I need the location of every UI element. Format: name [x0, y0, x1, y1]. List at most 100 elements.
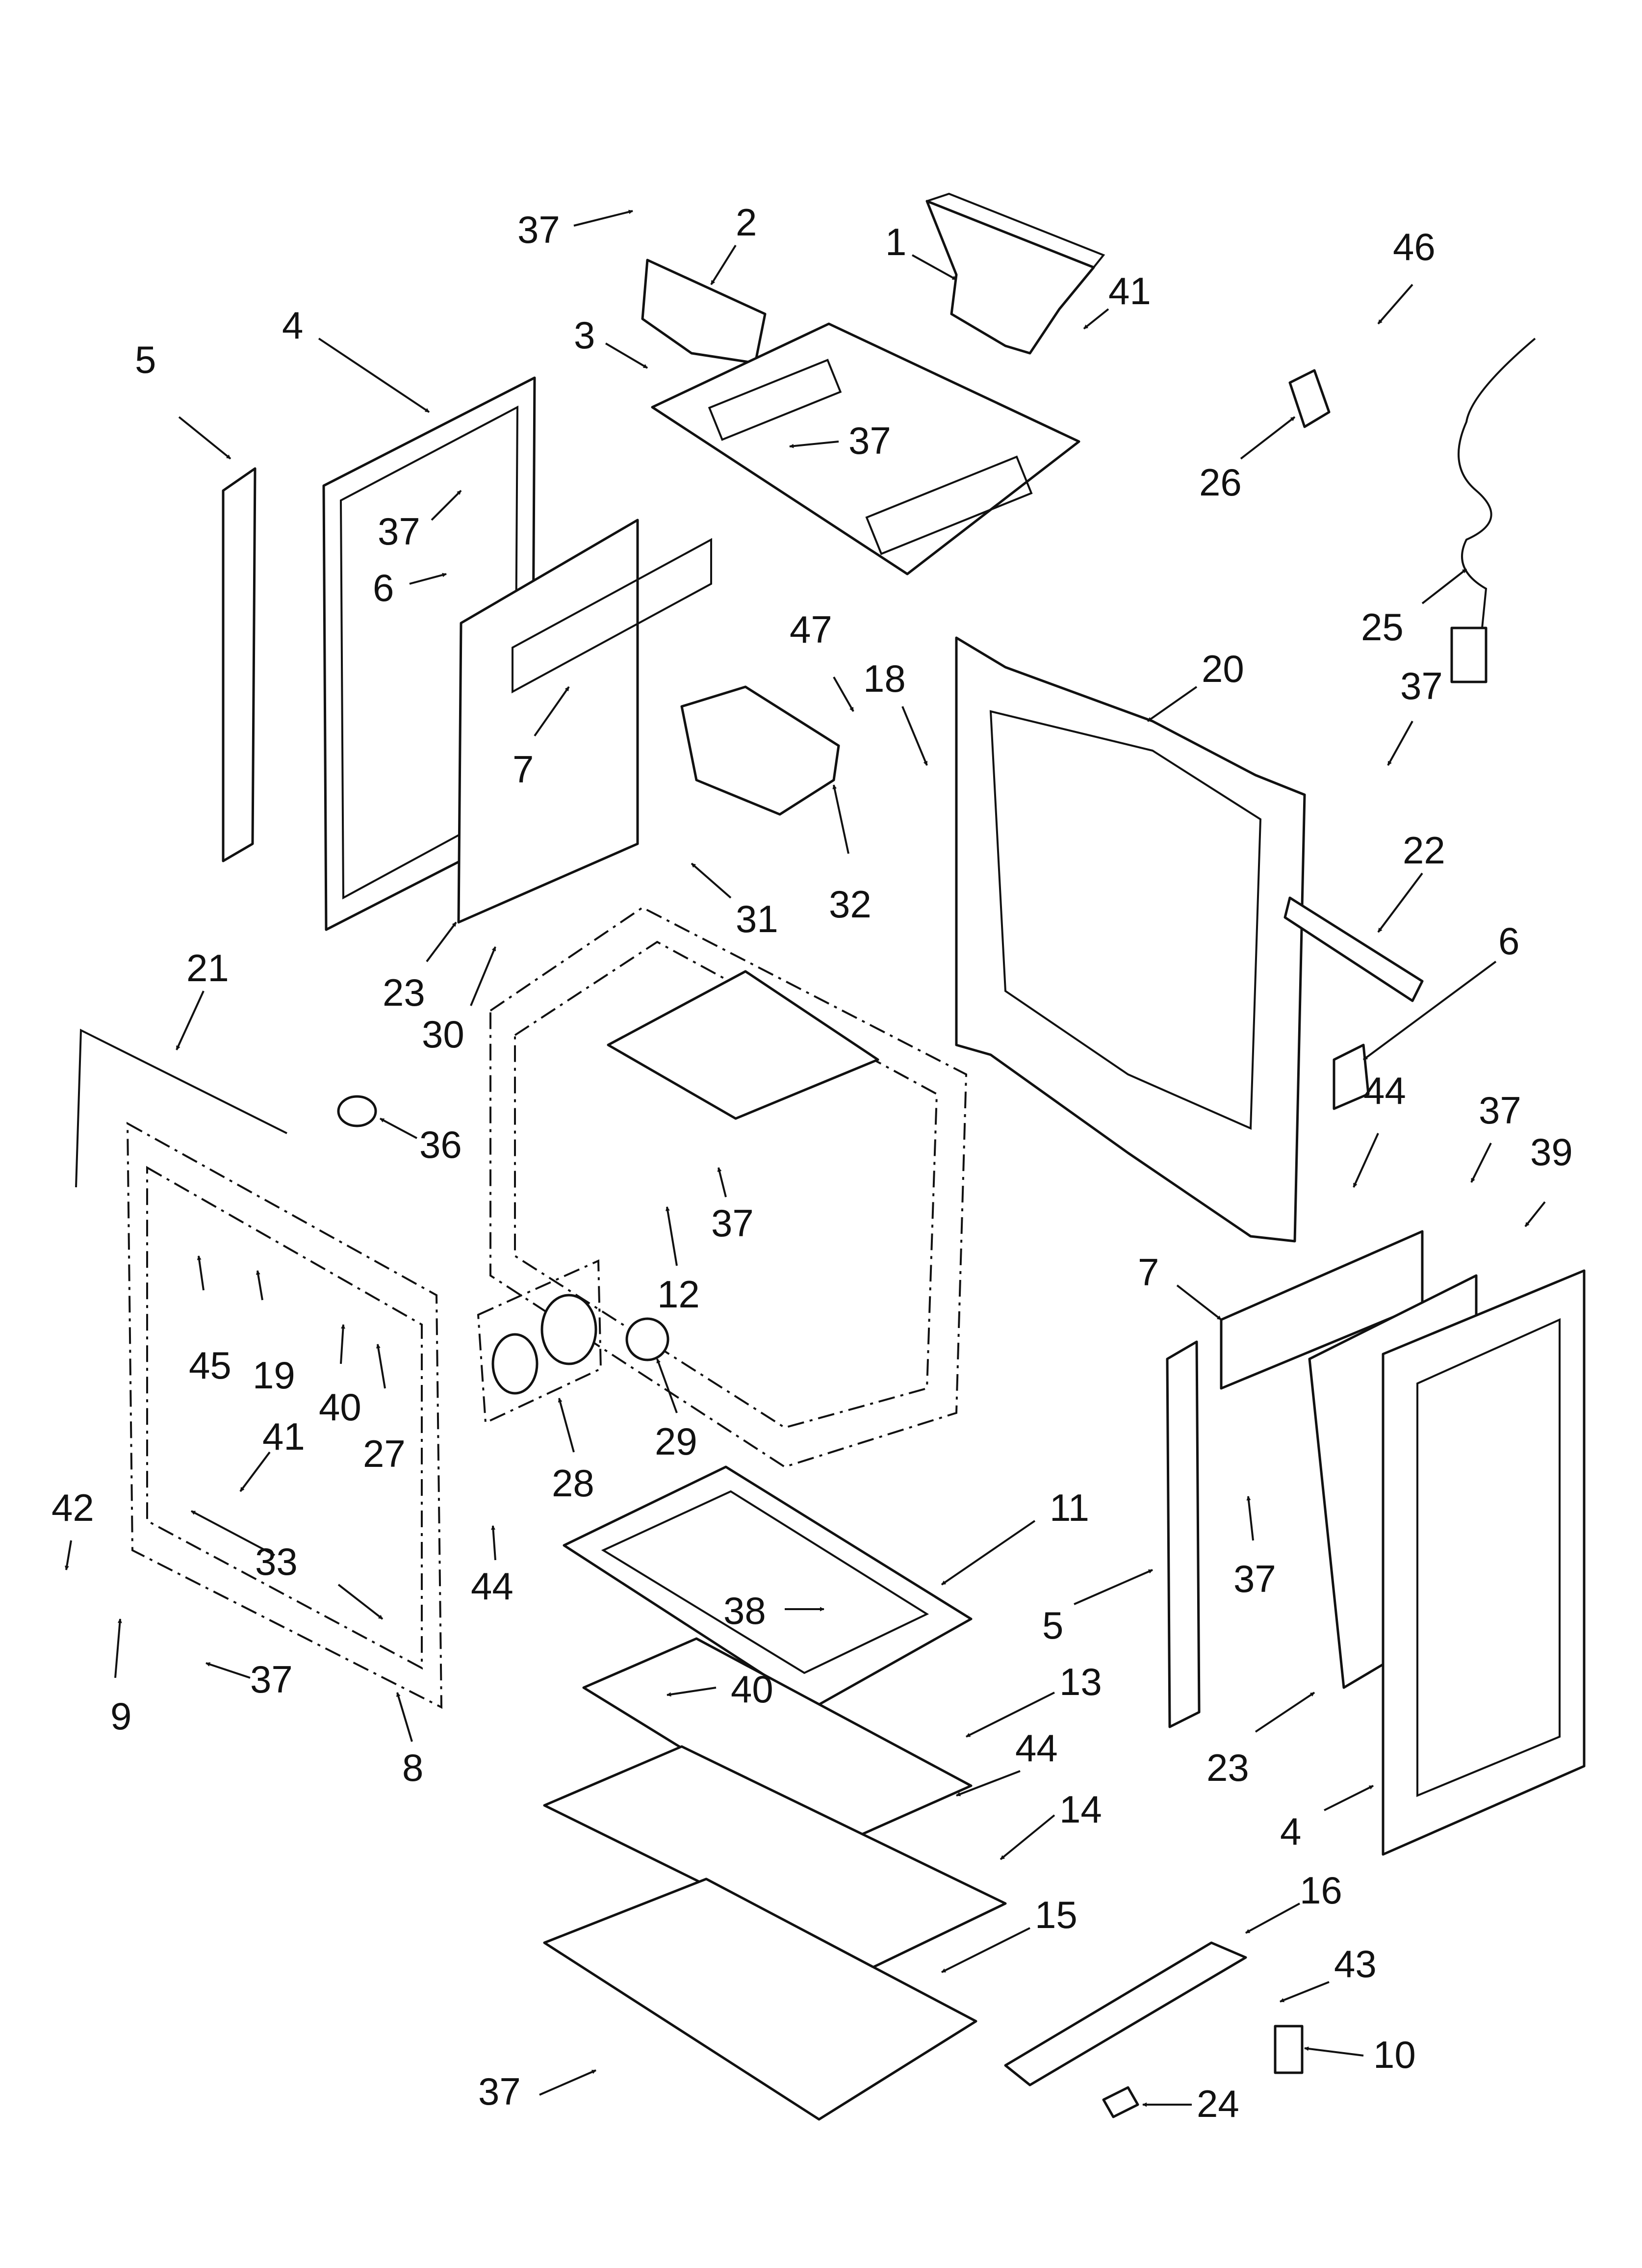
leader-20: [1147, 686, 1198, 722]
leader-47: [833, 677, 854, 712]
callout-37-left-panel: 37: [378, 510, 420, 553]
part-drawer-bottom: [543, 1877, 977, 2121]
part-mount-bracket-right: [1333, 1043, 1370, 1110]
leader-6b: [1362, 961, 1497, 1061]
part-broiler-pan: [563, 1465, 973, 1709]
leader-37c: [431, 490, 462, 521]
part-power-cord: [1450, 338, 1536, 683]
part-burner-assembly: [477, 1259, 602, 1425]
callout-37-top-panel: 37: [848, 419, 891, 462]
callout-37-bottom: 37: [478, 2070, 521, 2113]
leader-39: [1524, 1201, 1546, 1227]
callout-37-right-trim: 37: [1233, 1557, 1276, 1600]
callout-37-top: 37: [517, 208, 560, 251]
leader-10: [1304, 2046, 1364, 2057]
callout-6-right: 6: [1498, 919, 1519, 963]
callout-26: 26: [1199, 461, 1242, 504]
callout-5-left: 5: [135, 338, 156, 381]
callout-37-frame: 37: [250, 1658, 293, 1701]
part-gasket: [75, 1028, 287, 1188]
callout-40-center: 40: [731, 1668, 773, 1711]
leader-9: [114, 1618, 122, 1678]
callout-44-right: 44: [1363, 1069, 1406, 1112]
callout-2: 2: [736, 201, 757, 244]
callout-9: 9: [110, 1694, 131, 1738]
leader-22: [1377, 872, 1423, 933]
leader-27: [376, 1344, 386, 1389]
leader-18: [901, 706, 928, 766]
callout-15: 15: [1035, 1893, 1078, 1936]
leader-23b: [1255, 1692, 1315, 1733]
leader-5b: [1074, 1569, 1153, 1605]
leader-13: [966, 1692, 1055, 1738]
leader-14: [1000, 1814, 1055, 1860]
callout-27: 27: [363, 1432, 406, 1475]
leader-37f: [1470, 1143, 1492, 1183]
leader-46: [1377, 284, 1413, 325]
leader-6a: [409, 573, 447, 585]
leader-28: [558, 1398, 575, 1453]
callout-28: 28: [552, 1461, 594, 1505]
callout-23-right: 23: [1206, 1746, 1249, 1789]
callout-37-back-panel: 37: [1400, 664, 1443, 707]
leader-40b: [667, 1687, 717, 1697]
callout-44-left: 44: [471, 1564, 513, 1608]
callout-19: 19: [253, 1354, 295, 1397]
part-valve-assembly: [680, 685, 840, 816]
callout-36: 36: [419, 1123, 462, 1166]
callout-1: 1: [885, 220, 906, 263]
part-top-panel: [651, 322, 1080, 575]
part-cord-clamp: [1288, 369, 1331, 428]
callout-46: 46: [1393, 225, 1436, 268]
callout-37-right-top: 37: [1479, 1089, 1521, 1132]
part-clip: [1102, 2086, 1139, 2118]
callout-10: 10: [1373, 2033, 1416, 2076]
callout-25: 25: [1361, 605, 1404, 649]
callout-4-left: 4: [282, 304, 303, 347]
leader-30: [470, 946, 496, 1006]
leader-33: [191, 1510, 275, 1556]
leader-33b: [337, 1584, 384, 1620]
leader-12: [665, 1206, 678, 1266]
leader-44a: [491, 1525, 496, 1561]
part-vent-duct: [925, 192, 1105, 355]
callout-39: 39: [1530, 1130, 1573, 1173]
callout-14: 14: [1059, 1788, 1102, 1831]
leader-15: [941, 1927, 1030, 1973]
leader-45: [197, 1255, 205, 1291]
leader-11: [941, 1520, 1036, 1586]
leader-31: [691, 862, 732, 899]
leader-26: [1240, 416, 1296, 460]
leader-37d: [1387, 721, 1413, 766]
part-back-panel: [955, 636, 1306, 1243]
callout-31: 31: [736, 897, 778, 940]
part-side-trim-right: [1166, 1340, 1201, 1728]
part-side-panel-right: [1382, 1269, 1586, 1856]
callout-11: 11: [1050, 1486, 1089, 1529]
leader-37i: [539, 2069, 596, 2096]
callout-23-left: 23: [383, 971, 425, 1014]
leader-7a: [534, 686, 570, 737]
leader-37h: [205, 1662, 251, 1679]
leader-23a: [426, 921, 457, 963]
leader-37e: [717, 1167, 727, 1198]
leader-25: [1421, 568, 1467, 604]
part-rail: [1283, 896, 1424, 1002]
part-front-frame: [126, 1121, 443, 1709]
callout-5-right: 5: [1042, 1604, 1063, 1647]
callout-12: 12: [657, 1273, 700, 1316]
leader-44c: [1353, 1133, 1379, 1188]
leader-2: [710, 244, 737, 286]
part-side-trim-left: [222, 467, 257, 862]
callout-16: 16: [1300, 1869, 1342, 1912]
part-oven-cavity: [489, 906, 968, 1468]
callout-3: 3: [574, 313, 595, 357]
callout-44-center: 44: [1015, 1726, 1058, 1770]
part-leveling-leg: [1274, 2025, 1304, 2074]
leader-44b: [956, 1770, 1021, 1797]
callout-29: 29: [655, 1420, 697, 1463]
callout-41-top: 41: [1108, 269, 1151, 313]
leader-3: [605, 342, 648, 369]
callout-32: 32: [829, 883, 872, 926]
leader-4a: [318, 338, 430, 413]
